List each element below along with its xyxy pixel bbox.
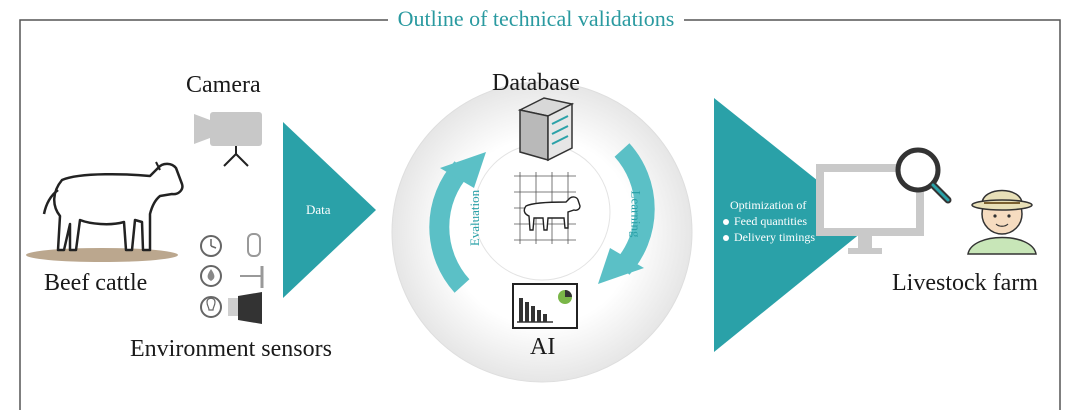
optimization-item-delivery: Delivery timings (734, 230, 815, 244)
data-label: Data (306, 202, 331, 217)
optimization-arrow (714, 98, 872, 352)
learning-label: Learning (628, 190, 644, 238)
database-label: Database (492, 70, 580, 96)
cattle-icon (26, 161, 184, 262)
sensor-icons (200, 233, 264, 324)
ai-label: AI (530, 334, 556, 360)
diagram-title: Outline of technical validations (0, 6, 1072, 32)
optimization-heading: Optimization of (730, 198, 807, 212)
server-icon (517, 97, 575, 162)
livestock-farm-label: Livestock farm (892, 270, 1038, 296)
evaluation-arrow (429, 161, 470, 293)
grid-cow-icon (514, 172, 581, 244)
bar-chart-icon (512, 283, 578, 329)
data-arrow (283, 122, 376, 298)
camera-icon (194, 112, 262, 167)
bullet-icon (723, 219, 729, 225)
farmer-icon (967, 189, 1037, 255)
evaluation-label: Evaluation (467, 189, 483, 247)
camera-label: Camera (186, 72, 261, 98)
optimization-item-feed: Feed quantities (734, 214, 807, 228)
learning-arrow (614, 143, 655, 275)
environment-sensors-label: Environment sensors (130, 336, 332, 362)
bullet-icon (723, 235, 729, 241)
magnifier-icon (895, 147, 952, 204)
beef-cattle-label: Beef cattle (44, 270, 148, 296)
